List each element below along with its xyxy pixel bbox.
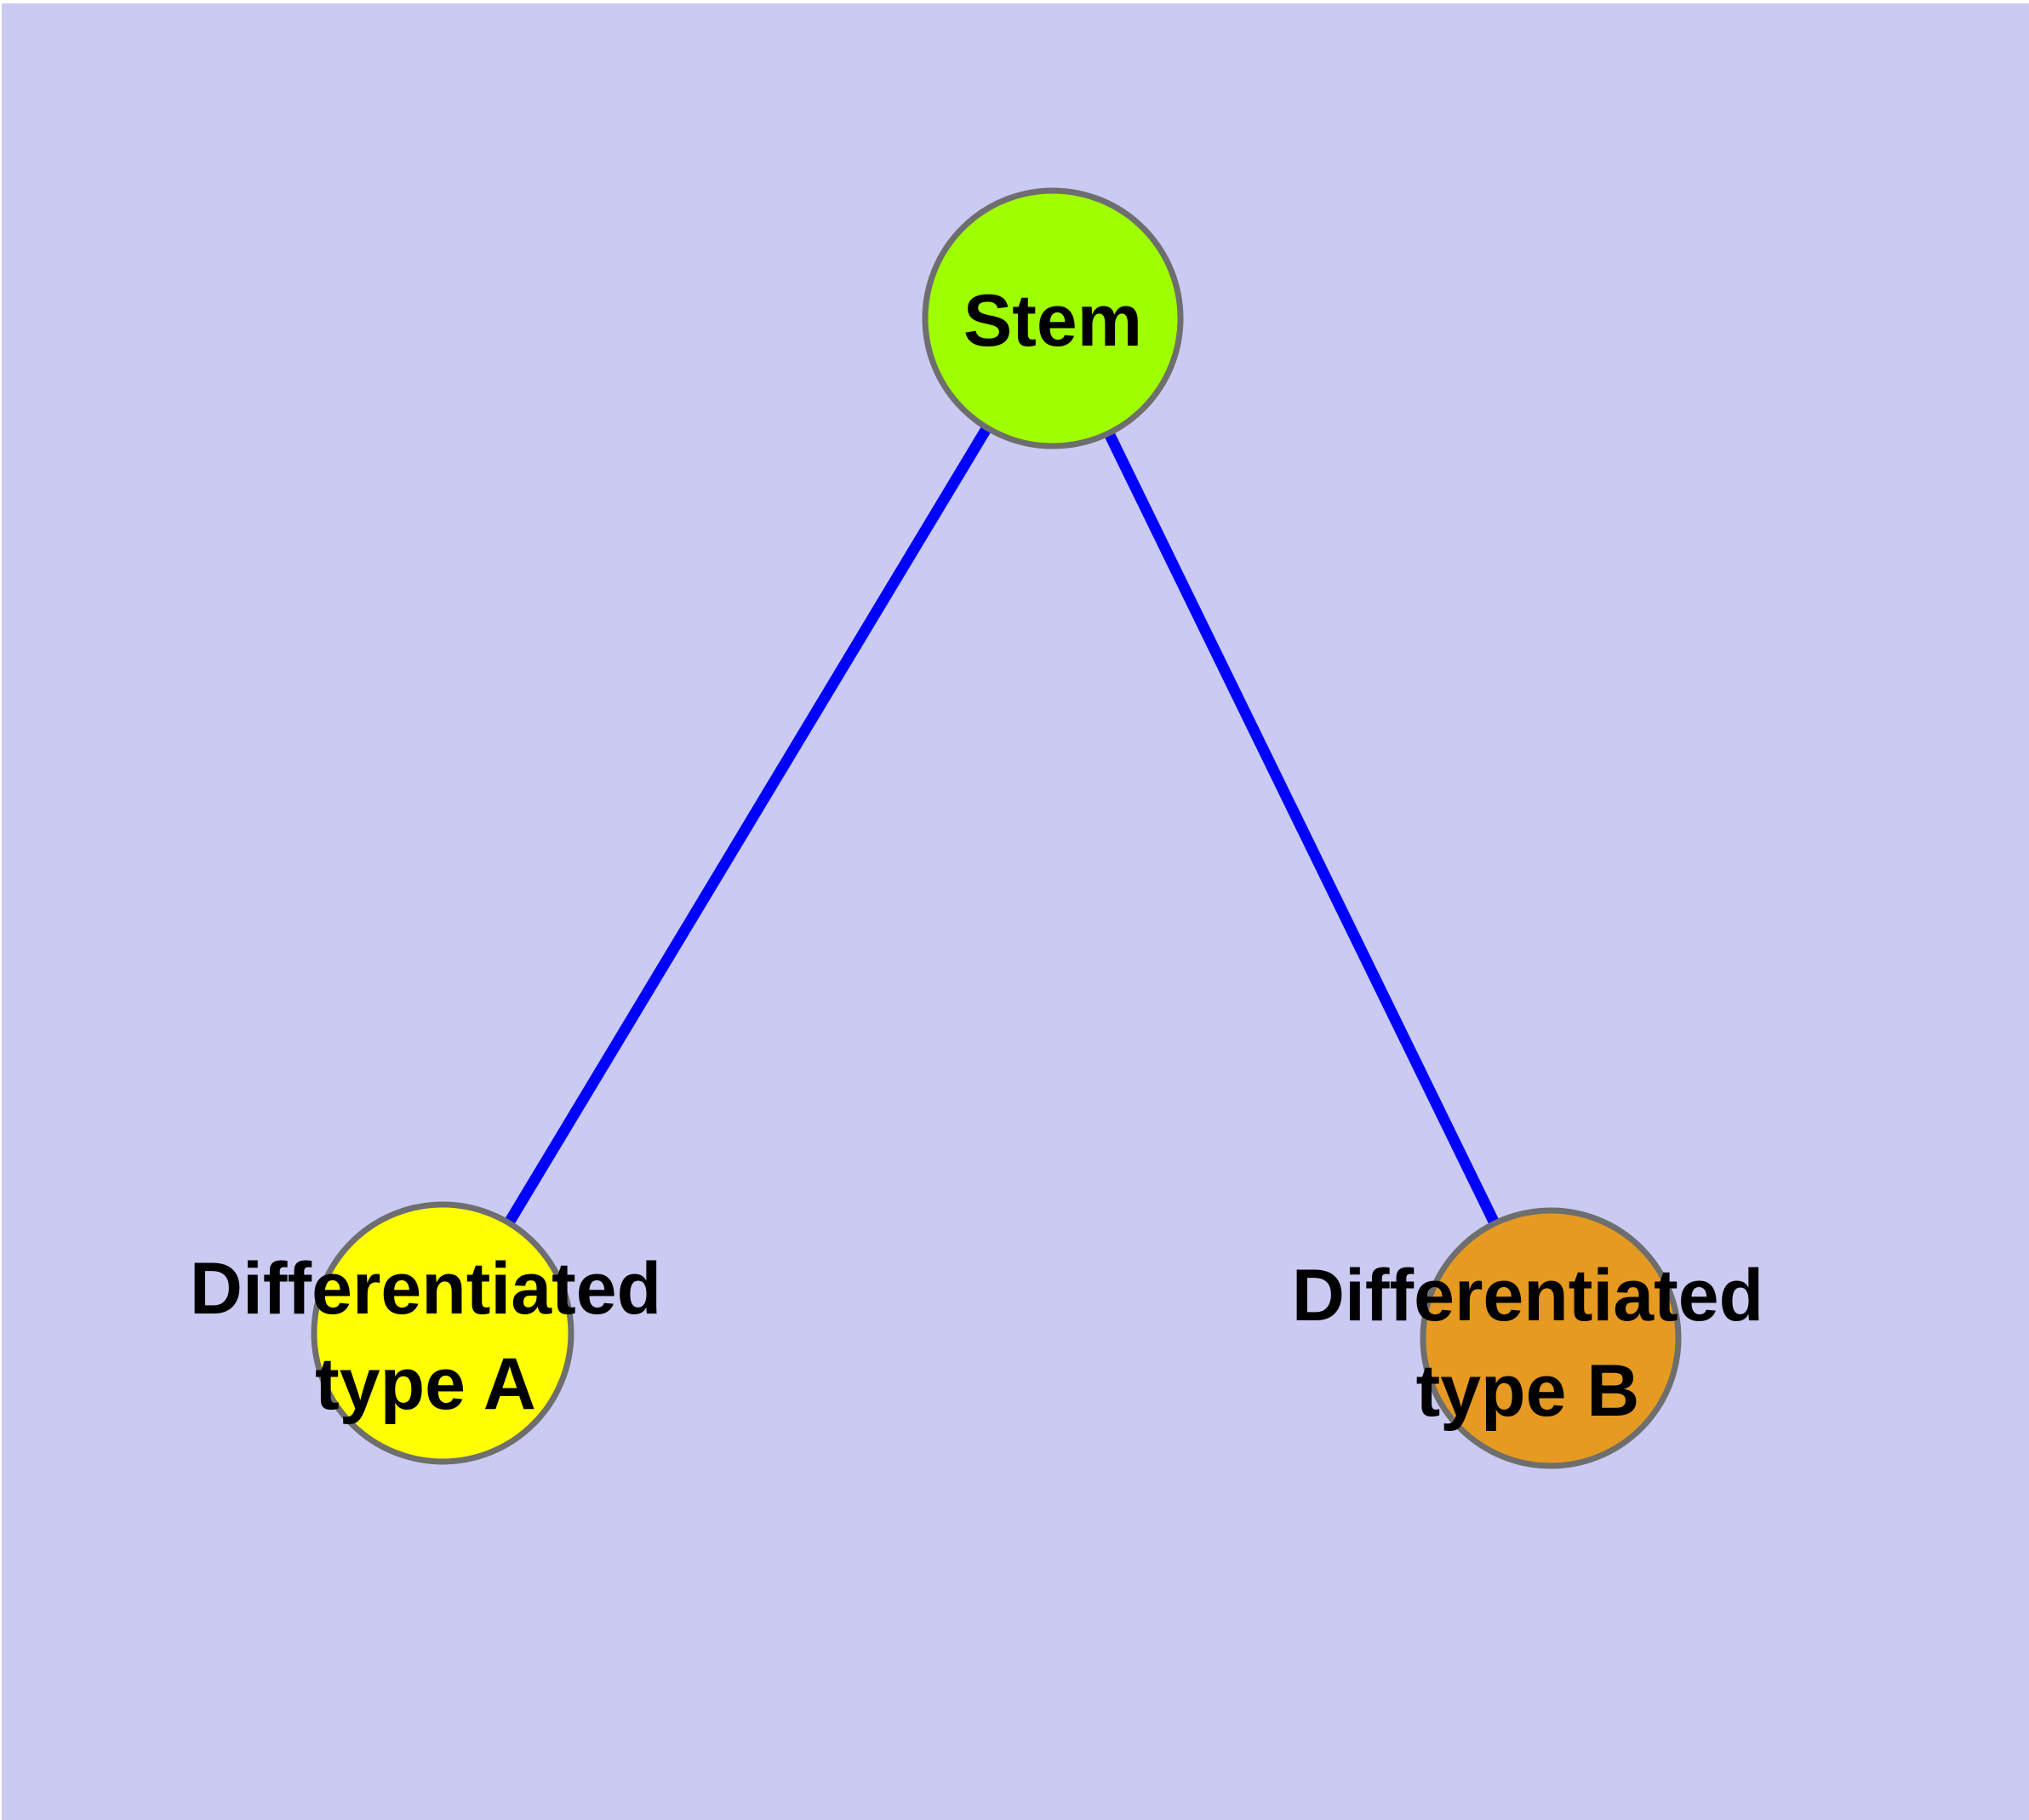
edges-layer bbox=[437, 315, 1556, 1341]
node-type-b-label-line1: Differentiated bbox=[1292, 1255, 1763, 1336]
node-stem-circle bbox=[922, 187, 1184, 449]
node-type-b-circle bbox=[1420, 1207, 1682, 1469]
edge-stem-to-type-b bbox=[1048, 316, 1556, 1341]
node-stem-label: Stem bbox=[963, 280, 1142, 362]
node-type-b-label-line2: type B bbox=[1416, 1350, 1640, 1432]
node-type-a-label-line1: Differentiated bbox=[190, 1248, 661, 1330]
node-stem: Stem bbox=[922, 187, 1184, 449]
node-type-a-circle bbox=[311, 1201, 574, 1465]
edge-stem-to-type-a bbox=[437, 315, 1058, 1336]
node-differentiated-type-a: Differentiated type A bbox=[190, 1201, 661, 1465]
node-type-a-label-line2: type A bbox=[315, 1343, 536, 1425]
node-differentiated-type-b: Differentiated type B bbox=[1292, 1207, 1763, 1469]
